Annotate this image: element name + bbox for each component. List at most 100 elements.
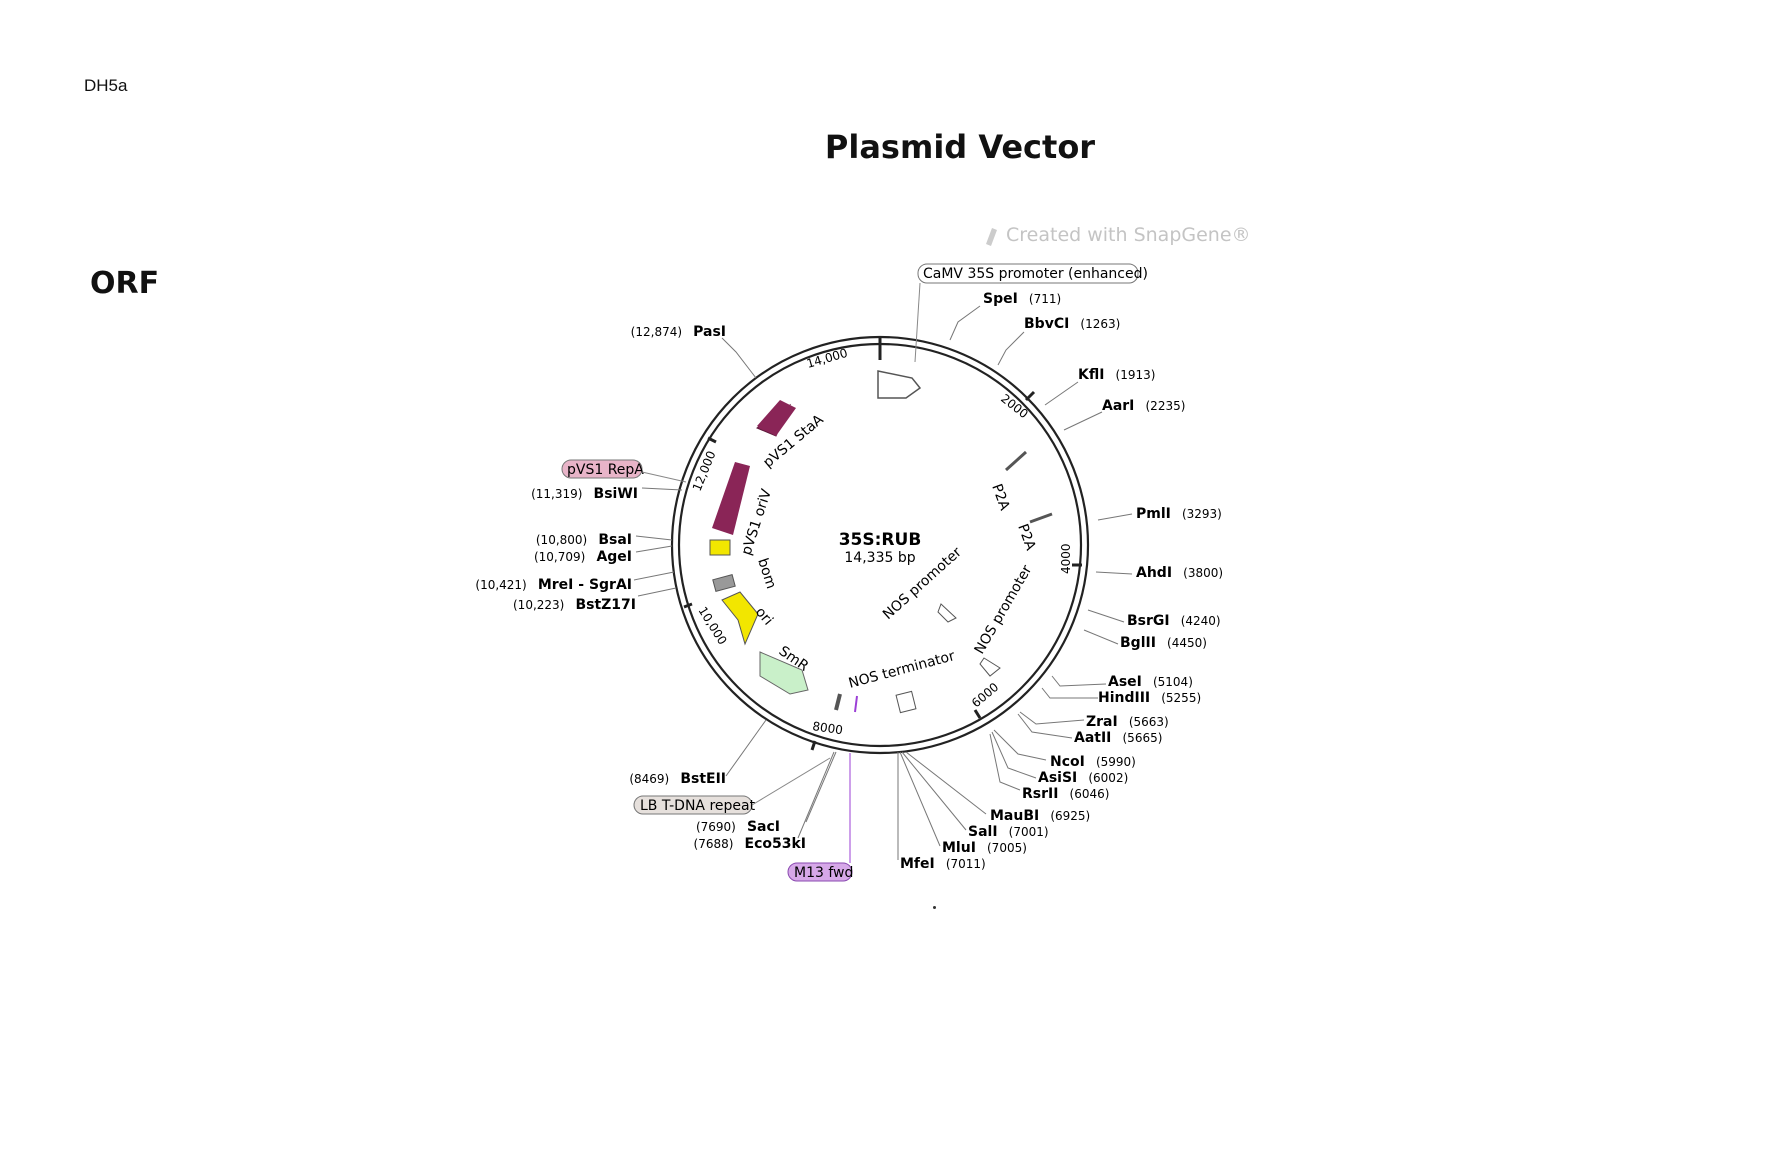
p2a-mark-1 — [1004, 450, 1028, 472]
leader-aari — [1063, 411, 1103, 431]
lb-mark — [834, 693, 842, 711]
nos-promoter-label-outer: NOS promoter — [972, 562, 1036, 657]
tick-6000 — [973, 709, 982, 719]
leader-bgli — [1083, 629, 1119, 645]
site-bsteii: (8469) BstEII — [629, 768, 726, 787]
site-pasi: (12,874) PasI — [631, 321, 726, 340]
plasmid-name: 35S:RUB — [839, 530, 922, 550]
repa-box — [561, 459, 643, 479]
leader-asei — [1051, 675, 1107, 687]
tick-label-4000: 4000 — [1059, 543, 1073, 574]
leader-maubi — [905, 751, 987, 815]
page-title: Plasmid Vector — [824, 128, 1096, 166]
bom-box — [712, 574, 736, 592]
site-kfli: KflI (1913) — [1078, 364, 1155, 383]
oriv-arrow — [712, 462, 750, 535]
site-labels: SpeI (711) BbvCI (1263) KflI (1913) AarI… — [475, 288, 1223, 872]
leader-asisi — [991, 731, 1037, 779]
site-pmli: PmlI (3293) — [1136, 503, 1222, 522]
stas-arrow-body — [757, 400, 796, 436]
leader-zrai — [1019, 711, 1085, 725]
repa-label: pVS1 RepA — [567, 462, 644, 478]
m13-mark — [854, 695, 858, 713]
ori-label: ori — [752, 604, 776, 628]
site-sali: SalI (7001) — [968, 821, 1049, 840]
site-asei: AseI (5104) — [1108, 671, 1193, 690]
site-aari: AarI (2235) — [1102, 395, 1185, 414]
site-bsiwi: (11,319) BsiWI — [531, 483, 638, 502]
tick-8000 — [810, 740, 817, 751]
camv-promoter-arrow — [877, 370, 922, 399]
m13-label: M13 fwd — [794, 865, 853, 881]
site-bsai: (10,800) BsaI — [536, 529, 632, 548]
tick-10000 — [683, 602, 693, 609]
leader-rsrii — [989, 733, 1021, 791]
camv-box — [917, 263, 1139, 284]
leader-hindiii — [1041, 687, 1098, 699]
ori-arrow — [721, 591, 759, 646]
site-mlui: MluI (7005) — [942, 837, 1027, 856]
site-zrai: ZraI (5663) — [1086, 711, 1169, 730]
repa-leader — [641, 471, 687, 483]
snapgene-logo-icon — [986, 228, 997, 246]
leader-bsteii — [725, 719, 767, 777]
leader-bstz17i — [637, 587, 677, 597]
leader-pasi — [721, 337, 757, 379]
leader-mlui — [899, 751, 941, 847]
leader-mrei — [633, 571, 675, 581]
strain-label: DH5a — [84, 76, 128, 95]
site-maubi: MauBI (6925) — [990, 805, 1090, 824]
nos-promoter-arrow-inner — [937, 603, 957, 623]
site-rsrii: RsrII (6046) — [1022, 783, 1109, 802]
site-aatii: AatII (5665) — [1074, 727, 1162, 746]
nos-terminator-label: NOS terminator — [847, 648, 957, 692]
leader-agei — [635, 545, 673, 553]
tick-label-6000: 6000 — [969, 680, 1001, 710]
leader-bsiwi — [641, 487, 683, 491]
oriv-box — [709, 539, 731, 556]
oriv-label: pVS1 oriV — [739, 487, 776, 557]
tick-label-10000: 10,000 — [695, 604, 729, 647]
nos-terminator-box — [895, 690, 917, 714]
site-agei: (10,709) AgeI — [534, 546, 632, 565]
leader-spei — [949, 305, 981, 341]
leader-bsai — [635, 535, 673, 541]
site-mfei: MfeI (7011) — [900, 853, 986, 872]
leader-eco53ki — [797, 751, 835, 839]
site-bbvci: BbvCI (1263) — [1024, 313, 1120, 332]
leader-saci — [805, 751, 837, 823]
site-bsrgi: BsrGI (4240) — [1127, 610, 1221, 629]
site-ncoi: NcoI (5990) — [1050, 751, 1136, 770]
boxed-labels: CaMV 35S promoter (enhanced) pVS1 RepA L… — [561, 263, 1148, 882]
leader-bbvci — [997, 331, 1025, 366]
leader-kfli — [1044, 381, 1079, 406]
site-hindiii: HindIII (5255) — [1098, 687, 1201, 706]
leader-ahdi — [1095, 571, 1133, 575]
snapgene-watermark: Created with SnapGene® — [986, 224, 1251, 246]
nos-promoter-arrow-outer — [979, 657, 1001, 677]
camv-leader — [914, 282, 921, 363]
lb-label: LB T-DNA repeat — [640, 798, 756, 814]
stray-dot — [933, 906, 936, 909]
bom-label: bom — [754, 556, 779, 591]
smr-arrow — [759, 651, 809, 695]
tick-label-8000: 8000 — [812, 719, 844, 737]
leader-bsrgi — [1087, 609, 1125, 623]
site-leaders — [633, 305, 1133, 860]
leader-ncoi — [993, 729, 1047, 761]
tick-2000 — [1024, 390, 1036, 402]
leader-aatii — [1017, 713, 1073, 739]
site-spei: SpeI (711) — [983, 288, 1061, 307]
site-saci: (7690) SacI — [696, 816, 780, 835]
site-eco53ki: (7688) Eco53kI — [694, 833, 806, 852]
site-mrei: (10,421) MreI - SgrAI — [475, 574, 632, 593]
orf-label: ORF — [90, 266, 160, 301]
leader-pmli — [1097, 513, 1133, 521]
p2a-mark-2 — [1029, 512, 1053, 524]
plasmid-length: 14,335 bp — [844, 550, 915, 566]
leader-sali — [901, 751, 967, 831]
site-bgli: BglII (4450) — [1120, 632, 1207, 651]
tick-12000 — [707, 436, 717, 444]
site-ahdi: AhdI (3800) — [1136, 562, 1223, 581]
